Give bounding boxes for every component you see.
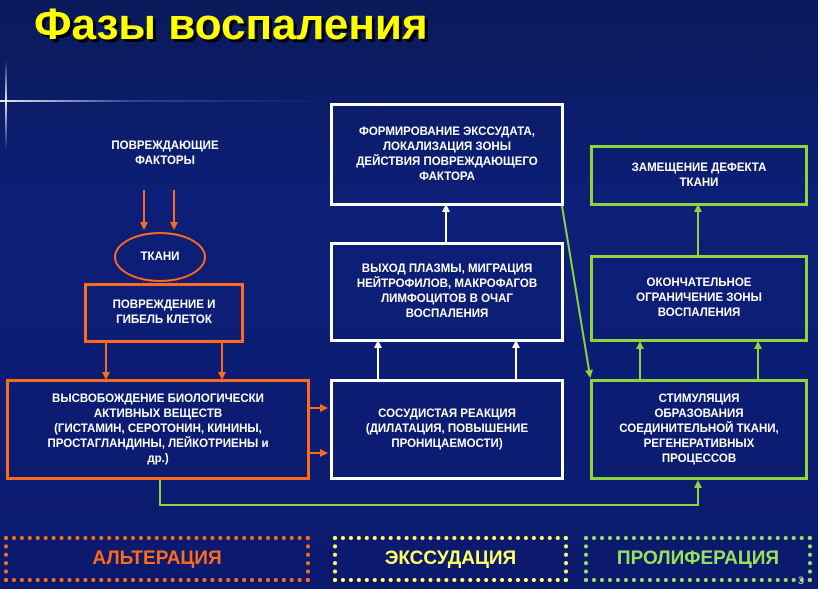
arrow-exudate-stimulation — [561, 205, 593, 378]
tissues-ellipse: ТКАНИ — [114, 232, 206, 282]
phase-proliferation: ПРОЛИФЕРАЦИЯ — [584, 536, 812, 582]
lens-flare-vertical — [5, 60, 7, 150]
phase-exudation: ЭКССУДАЦИЯ — [333, 536, 568, 582]
vascular-reaction-box: СОСУДИСТАЯ РЕАКЦИЯ (ДИЛАТАЦИЯ, ПОВЫШЕНИЕ… — [330, 379, 564, 480]
lens-flare-horizontal — [0, 100, 330, 102]
final-limitation-box: ОКОНЧАТЕЛЬНОЕ ОГРАНИЧЕНИЕ ЗОНЫ ВОСПАЛЕНИ… — [590, 255, 808, 342]
exudate-formation-box: ФОРМИРОВАНИЕ ЭКССУДАТА, ЛОКАЛИЗАЦИЯ ЗОНЫ… — [330, 103, 564, 206]
defect-replacement-box: ЗАМЕЩЕНИЕ ДЕФЕКТА ТКАНИ — [590, 145, 808, 206]
release-substances-box: ВЫСВОБОЖДЕНИЕ БИОЛОГИЧЕСКИ АКТИВНЫХ ВЕЩЕ… — [6, 379, 310, 480]
arrow-release-stimulation — [159, 480, 702, 506]
damaging-factors-label: ПОВРЕЖДАЮЩИЕ ФАКТОРЫ — [111, 140, 219, 167]
page-title: Фазы воспаления — [34, 0, 428, 49]
plasma-migration-box: ВЫХОД ПЛАЗМЫ, МИГРАЦИЯ НЕЙТРОФИЛОВ, МАКР… — [330, 242, 564, 342]
stimulation-box: СТИМУЛЯЦИЯ ОБРАЗОВАНИЯ СОЕДИНИТЕЛЬНОЙ ТК… — [590, 379, 808, 480]
slide-number: 3 — [797, 575, 804, 587]
cell-damage-box: ПОВРЕЖДЕНИЕ И ГИБЕЛЬ КЛЕТОК — [84, 283, 244, 343]
phase-alteration: АЛЬТЕРАЦИЯ — [4, 536, 310, 582]
